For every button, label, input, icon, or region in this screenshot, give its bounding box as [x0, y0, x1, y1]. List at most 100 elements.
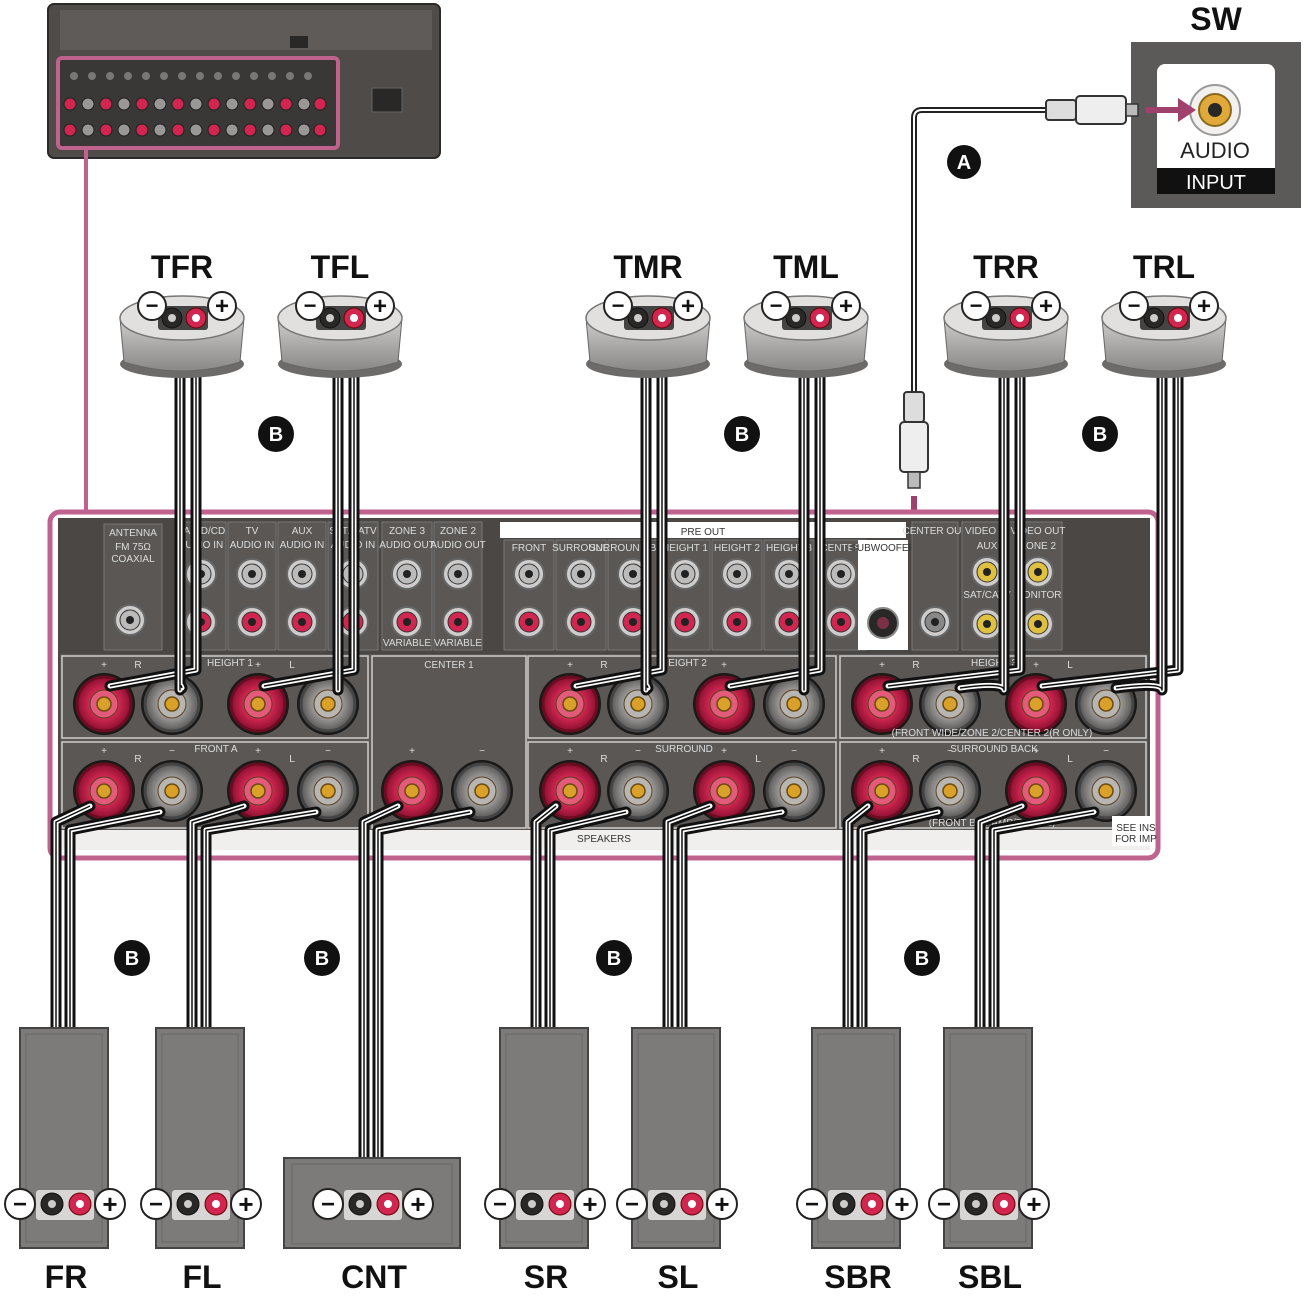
- speaker-fl-minus-core: [184, 1200, 192, 1208]
- note-box: [1112, 816, 1154, 846]
- speaker-fl-label: FL: [182, 1259, 221, 1295]
- wire-trr-minus-core: [959, 329, 1005, 691]
- speaker-tmr-minus-core: [634, 314, 642, 322]
- for-imp-label: FOR IMP: [1115, 834, 1157, 845]
- speaker-sbl-inner: [949, 1033, 1027, 1243]
- pre-height3-jack-r-hole: [785, 618, 793, 626]
- zone2-variable: VARIABLE: [434, 638, 482, 649]
- see-ins-label: SEE INS: [1116, 823, 1156, 834]
- speaker-sl-plus-sign: +: [714, 1189, 729, 1219]
- mini-terminal: [135, 97, 149, 111]
- mini-terminal: [117, 123, 131, 137]
- zone3-label: ZONE 3: [389, 526, 426, 537]
- cable-b-letter: B: [1093, 424, 1107, 446]
- speaker-trl-minus-sign-bg: [1119, 291, 1149, 321]
- video-satcatv-label: SAT/CATV: [963, 590, 1011, 601]
- cable-b-letter: B: [735, 424, 749, 446]
- terminal-sbr-plus-screw: [874, 783, 890, 799]
- terminal-sign-label: −: [325, 746, 331, 757]
- terminal-sign-label: +: [567, 746, 573, 757]
- terminal-h3r-plus-screw: [874, 696, 890, 712]
- terminal-sbl-plus-screw: [1028, 783, 1044, 799]
- speaker-sbr-plus-sign: +: [894, 1189, 909, 1219]
- speaker-sbr-label: SBR: [824, 1259, 892, 1295]
- pre-surround-jack-l-hole: [577, 570, 585, 578]
- speaker-fl-minus-sign: −: [149, 1191, 163, 1218]
- pre-surround-back-jack-r-hole: [629, 618, 637, 626]
- terminal-sbr-minus-screw: [942, 783, 958, 799]
- subwoofer-label: SW: [1190, 1, 1242, 37]
- speaker-fr: −+FR: [4, 1027, 126, 1295]
- terminal-sign-label: −: [169, 746, 175, 757]
- video-satcatv-jack-hole: [983, 620, 991, 628]
- mini-terminal: [279, 97, 293, 111]
- speaker-tmr-minus-sign-bg: [603, 291, 633, 321]
- speaker-sbr-minus-sign-bg: [796, 1188, 828, 1220]
- speaker-trr-minus-core: [992, 314, 1000, 322]
- wire-tml-minus-core: [795, 329, 805, 691]
- mini-terminal: [313, 123, 327, 137]
- speaker-sbl-label: SBL: [958, 1259, 1022, 1295]
- receiver-mini-terminals: [63, 72, 327, 137]
- video-zone2-jack-hole: [1034, 568, 1042, 576]
- terminal-sign-label: −: [791, 746, 797, 757]
- terminal-h1l-plus-screw: [250, 696, 266, 712]
- speaker-sl-label: SL: [658, 1259, 699, 1295]
- sw-jack-label-top: AUDIO: [1180, 138, 1250, 163]
- speaker-sr-inner: [505, 1033, 583, 1243]
- terminal-sl-plus-screw: [716, 783, 732, 799]
- terminal-cnt-plus-screw: [404, 783, 420, 799]
- speaker-tfl-label: TFL: [311, 249, 370, 285]
- speaker-sr-label: SR: [524, 1259, 568, 1295]
- speaker-tfl-plus-sign-bg: [365, 291, 395, 321]
- pre-surround-back-jack-l-hole: [629, 570, 637, 578]
- terminal-group-box: [839, 655, 1147, 739]
- video-aux-label: AUX: [977, 541, 998, 552]
- terminal-fl-minus-screw: [320, 783, 336, 799]
- cable-b-marker: [114, 940, 150, 976]
- mini-jack: [214, 72, 222, 80]
- speaker-cnt-plus-sign: +: [410, 1189, 425, 1219]
- wire-cnt-minus-core: [377, 811, 471, 1193]
- speaker-trl: −+TRL: [1101, 249, 1227, 378]
- speaker-fl: −+FL: [140, 1027, 262, 1295]
- wire-cnt-minus-stripe: [375, 809, 473, 1195]
- speaker-tfr-plus-core: [192, 314, 200, 322]
- speaker-cnt-inner: [291, 1163, 453, 1245]
- speaker-sl-minus-sign-bg: [616, 1188, 648, 1220]
- speaker-sl-plus-core: [688, 1200, 696, 1208]
- pre-height3-jack-l-hole: [785, 570, 793, 578]
- cable-b-letter: B: [315, 948, 329, 970]
- speaker-sbl-minus-core: [972, 1200, 980, 1208]
- terminal-cnt-minus-screw: [474, 783, 490, 799]
- terminal-sign-label: −: [947, 746, 953, 757]
- speaker-sr-minus-sign: −: [493, 1191, 507, 1218]
- speaker-fl-plus-sign-bg: [230, 1188, 262, 1220]
- mini-terminal: [261, 123, 275, 137]
- zone3-jack-r-hole: [403, 618, 411, 626]
- speaker-fr-plus-sign: +: [102, 1189, 117, 1219]
- speaker-tmr-minus-sign: −: [612, 293, 625, 318]
- speaker-trr-label: TRR: [973, 249, 1039, 285]
- cable-b-marker: [1082, 416, 1118, 452]
- speaker-cnt-minus-sign-bg: [312, 1188, 344, 1220]
- tv-sublabel: AUDIO IN: [230, 540, 274, 551]
- wire-tfr-minus-core: [171, 329, 183, 691]
- speaker-cnt-minus-core: [356, 1200, 364, 1208]
- speaker-tmr-label: TMR: [613, 249, 682, 285]
- speaker-tfr-plus-sign-bg: [207, 291, 237, 321]
- cable-b-letter: B: [269, 424, 283, 446]
- terminal-fr-minus-screw: [164, 783, 180, 799]
- pre-front-jack-l-hole: [525, 570, 533, 578]
- mini-terminal: [171, 123, 185, 137]
- mini-terminal: [225, 123, 239, 137]
- pre-center-jack-r-hole: [837, 618, 845, 626]
- mini-jack: [124, 72, 132, 80]
- speaker-tml: −+TML: [743, 249, 869, 378]
- speaker-sl-plus-sign-bg: [706, 1188, 738, 1220]
- speaker-fr-plus-sign-bg: [94, 1188, 126, 1220]
- speaker-tml-label: TML: [773, 249, 839, 285]
- terminal-sign-label: +: [255, 746, 261, 757]
- pre-height1-jack-l-hole: [681, 570, 689, 578]
- center-out-jack-hole: [931, 618, 939, 626]
